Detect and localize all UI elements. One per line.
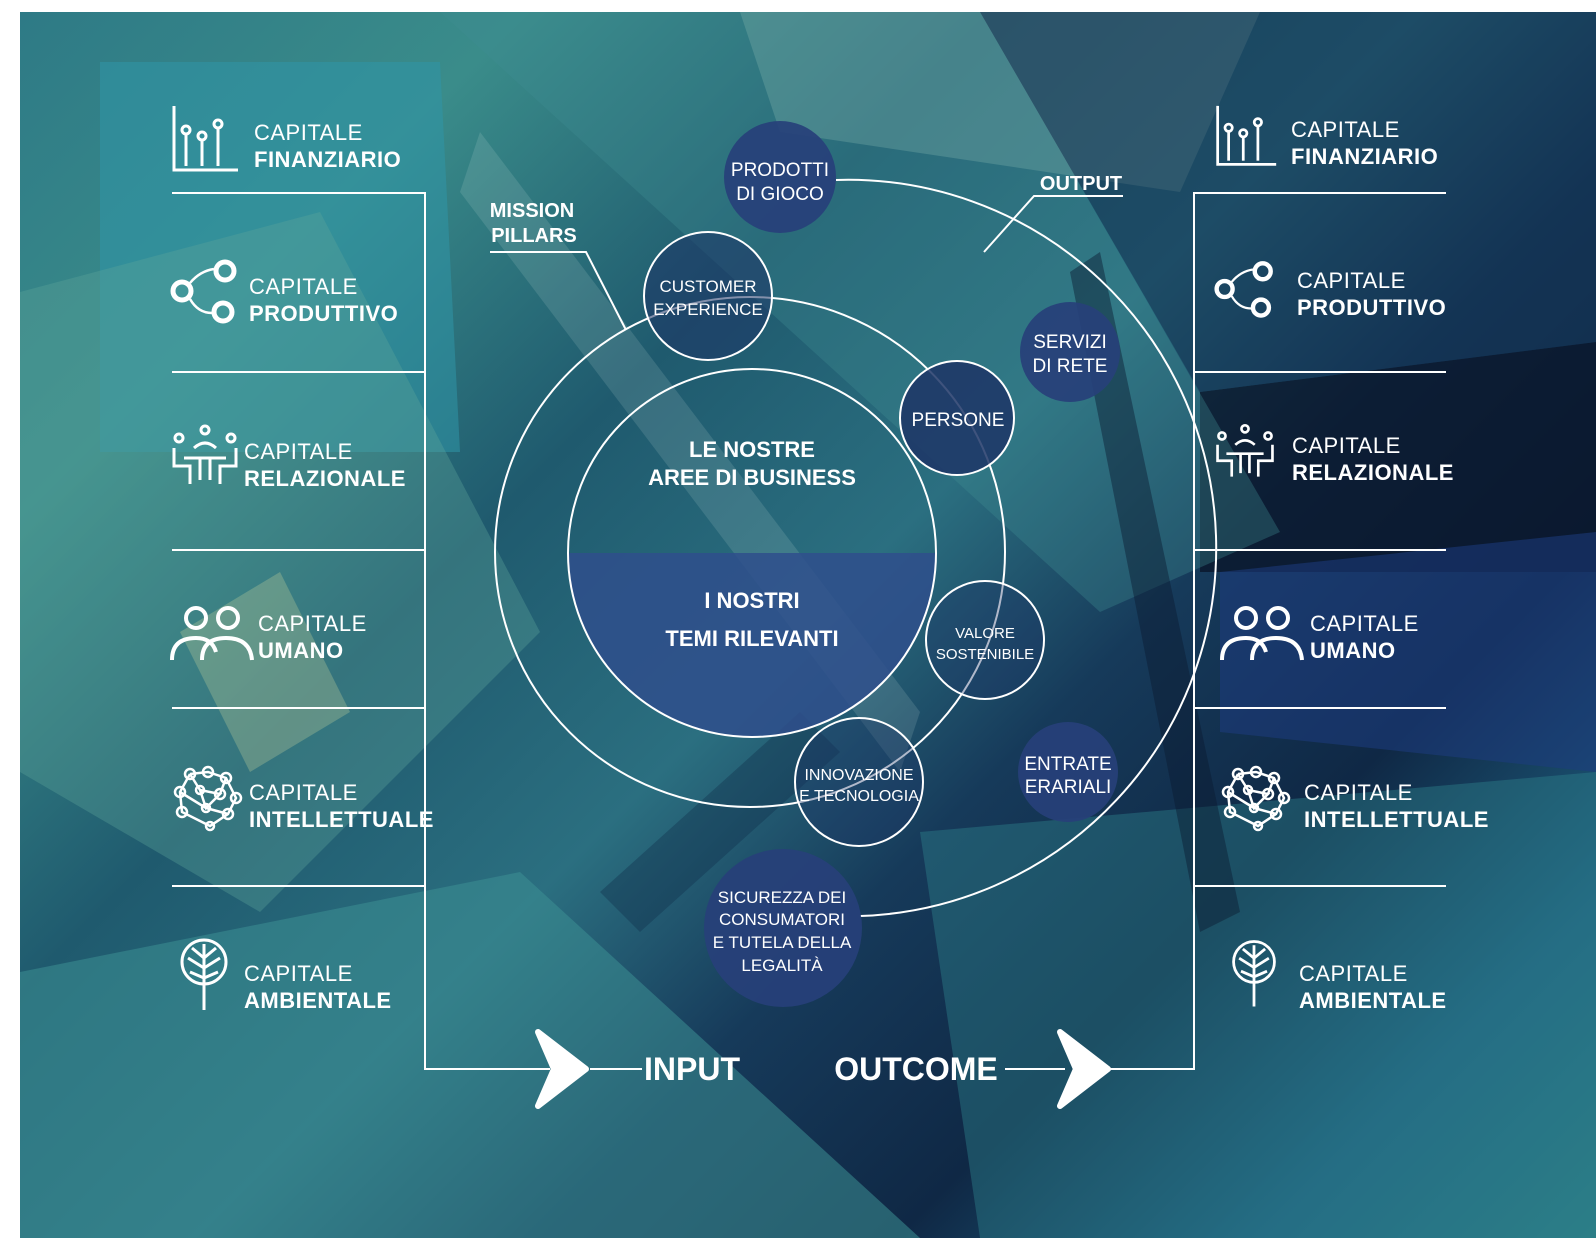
outcome-capital-ambientale: CAPITALE AMBIENTALE (1299, 960, 1447, 1014)
output-bubble-label: DI GIOCO (736, 184, 824, 205)
capital-label-light: CAPITALE (1304, 780, 1413, 805)
center-top-line2: AREE DI BUSINESS (648, 465, 856, 490)
capital-label-bold: AMBIENTALE (244, 988, 392, 1013)
output-bubble-label: DI RETE (1033, 356, 1108, 377)
brain-network-icon (173, 765, 243, 832)
capital-label-light: CAPITALE (249, 274, 358, 299)
capital-label-light: CAPITALE (258, 611, 367, 636)
output-bubble (704, 849, 862, 1007)
output-bubble-label: PRODOTTI (731, 160, 829, 181)
outcome-capital-finanziario: CAPITALE FINANZIARIO (1291, 116, 1438, 170)
outcome-capital-umano: CAPITALE UMANO (1310, 610, 1419, 664)
capital-label-bold: INTELLETTUALE (1304, 807, 1489, 832)
input-capital-finanziario: CAPITALE FINANZIARIO (254, 119, 401, 173)
input-capital-ambientale: CAPITALE AMBIENTALE (244, 960, 392, 1014)
mission-pillars-callout (490, 251, 627, 331)
input-label: INPUT (644, 1051, 740, 1087)
outcome-capital-intellettuale: CAPITALE INTELLETTUALE (1304, 779, 1489, 833)
output-bubble-label: ERARIALI (1025, 777, 1112, 798)
mission-pillars-label: PILLARS (491, 225, 577, 247)
capital-label-light: CAPITALE (1291, 117, 1400, 142)
capital-label-light: CAPITALE (254, 120, 363, 145)
capital-label-light: CAPITALE (249, 780, 358, 805)
capital-label-bold: AMBIENTALE (1299, 988, 1447, 1013)
output-bubble-label: LEGALITÀ (741, 956, 823, 975)
pillar-label: EXPERIENCE (653, 300, 763, 319)
output-bubble-label: ENTRATE (1024, 754, 1111, 775)
capital-label-light: CAPITALE (244, 439, 353, 464)
center-bottom-fill (568, 553, 936, 737)
input-capital-relazionale: CAPITALE RELAZIONALE (244, 438, 406, 492)
capital-label-bold: RELAZIONALE (1292, 460, 1454, 485)
capital-label-light: CAPITALE (1297, 268, 1406, 293)
output-bubble-label: SICUREZZA DEI (718, 888, 846, 907)
pillar-label: SOSTENIBILE (936, 646, 1034, 663)
capital-label-bold: RELAZIONALE (244, 466, 406, 491)
pillar-label: PERSONE (912, 410, 1005, 431)
center-circle (567, 368, 937, 738)
capital-label-light: CAPITALE (1292, 433, 1401, 458)
production-nodes-icon (170, 259, 237, 324)
tree-icon (1232, 940, 1276, 1007)
outcome-arrow-icon (1057, 1029, 1111, 1109)
output-bubble (724, 121, 836, 233)
people-icon (1220, 606, 1304, 661)
outcome-label: OUTCOME (834, 1051, 998, 1087)
input-bracket-line (172, 192, 550, 1070)
capital-label-bold: UMANO (1310, 638, 1396, 663)
center-top-line1: LE NOSTRE (689, 437, 815, 462)
pillar-label: VALORE (955, 625, 1015, 642)
pillar-circle (925, 580, 1045, 700)
value-creation-diagram: LE NOSTRE AREE DI BUSINESS I NOSTRI TEMI… (172, 121, 1446, 1109)
center-bottom-line2: TEMI RILEVANTI (665, 626, 838, 651)
pillar-circle (643, 231, 773, 361)
capital-label-bold: PRODUTTIVO (1297, 295, 1447, 320)
meeting-table-icon (172, 424, 238, 484)
pillar-label: E TECNOLOGIA (799, 788, 919, 805)
mission-pillars-label: MISSION (490, 200, 574, 222)
pillar-circle (899, 360, 1015, 476)
input-arrow-icon (535, 1029, 589, 1109)
pillar-circle (794, 717, 924, 847)
outcome-capital-produttivo: CAPITALE PRODUTTIVO (1297, 267, 1446, 321)
outcome-bracket-line (1110, 192, 1446, 1070)
center-bottom-line1: I NOSTRI (704, 588, 799, 613)
people-icon (170, 606, 254, 661)
output-bubble (1018, 722, 1118, 822)
production-nodes-icon (1214, 261, 1273, 318)
finance-chart-icon (1216, 105, 1277, 166)
output-bubble-label: SERVIZI (1033, 332, 1107, 353)
output-callout (983, 195, 1123, 253)
tree-icon (180, 938, 228, 1010)
capital-label-light: CAPITALE (1299, 961, 1408, 986)
capital-label-light: CAPITALE (1310, 611, 1419, 636)
input-capital-umano: CAPITALE UMANO (258, 610, 367, 664)
output-bubble (1020, 302, 1120, 402)
output-bubble-label: CONSUMATORI (719, 910, 845, 929)
capital-label-light: CAPITALE (244, 961, 353, 986)
capital-label-bold: FINANZIARIO (1291, 144, 1439, 169)
output-bubble-label: E TUTELA DELLA (713, 933, 852, 952)
input-capital-intellettuale: CAPITALE INTELLETTUALE (249, 779, 434, 833)
input-capital-produttivo: CAPITALE PRODUTTIVO (249, 273, 398, 327)
brain-network-icon (1221, 765, 1291, 832)
output-ring (835, 178, 1218, 917)
painted-background (20, 12, 1596, 1238)
capital-label-bold: INTELLETTUALE (249, 807, 434, 832)
pillar-label: CUSTOMER (660, 277, 757, 296)
output-label: OUTPUT (1040, 173, 1122, 195)
capital-label-bold: FINANZIARIO (254, 147, 402, 172)
capital-label-bold: PRODUTTIVO (249, 301, 399, 326)
diagram-canvas: LE NOSTRE AREE DI BUSINESS I NOSTRI TEMI… (20, 12, 1596, 1238)
finance-chart-icon (172, 106, 238, 172)
pillar-label: INNOVAZIONE (804, 767, 913, 784)
meeting-table-icon (1216, 423, 1274, 477)
capital-label-bold: UMANO (258, 638, 344, 663)
outcome-capital-relazionale: CAPITALE RELAZIONALE (1292, 432, 1454, 486)
